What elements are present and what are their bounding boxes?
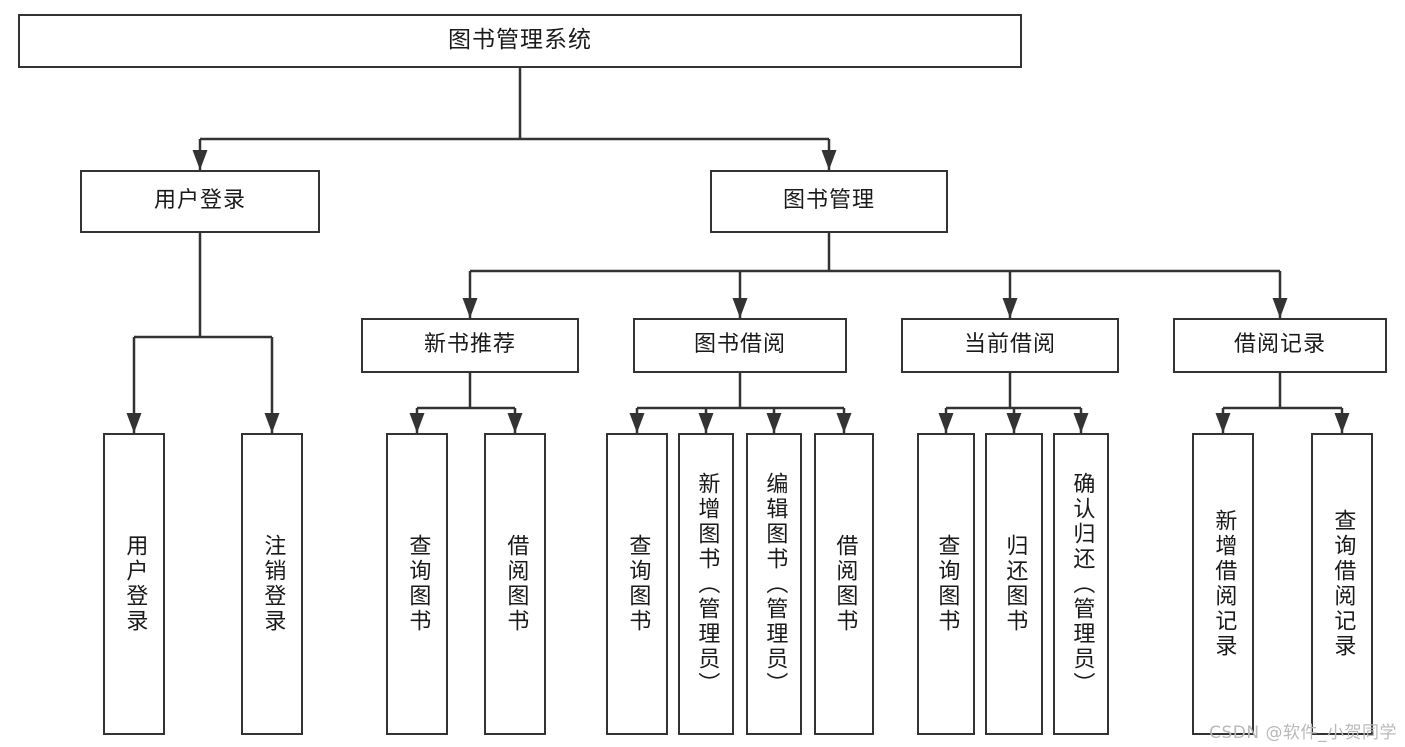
node-label-leaf-query-book-current: 查询图书 <box>934 534 960 634</box>
node-label-root: 图书管理系统 <box>448 27 592 54</box>
c-borrow-leaf4-arrowhead <box>836 413 852 433</box>
c-book-borrow-arrowhead <box>732 298 748 318</box>
node-label-leaf-add-borrow-record: 新增借阅记录 <box>1211 509 1237 659</box>
node-current-borrow[interactable]: 当前借阅 <box>901 318 1119 373</box>
node-borrow-record[interactable]: 借阅记录 <box>1173 318 1387 373</box>
node-label-leaf-user-login: 用户登录 <box>122 534 148 634</box>
node-leaf-query-borrow-record[interactable]: 查询借阅记录 <box>1311 433 1373 735</box>
node-leaf-return-book[interactable]: 归还图书 <box>985 433 1043 735</box>
node-leaf-query-book-borrow[interactable]: 查询图书 <box>606 433 668 735</box>
node-label-leaf-user-logout: 注销登录 <box>260 534 286 634</box>
node-leaf-user-logout[interactable]: 注销登录 <box>241 433 303 735</box>
c-record-leaf1-arrowhead <box>1215 413 1231 433</box>
node-leaf-add-borrow-record[interactable]: 新增借阅记录 <box>1192 433 1254 735</box>
c-current-leaf3-arrowhead <box>1073 413 1089 433</box>
node-leaf-query-book-recommend[interactable]: 查询图书 <box>386 433 448 735</box>
node-label-user-login: 用户登录 <box>153 188 246 214</box>
c-borrow-leaf1-arrowhead <box>629 413 645 433</box>
c-borrow-leaf3-arrowhead <box>766 413 782 433</box>
node-label-new-book-recommend: 新书推荐 <box>423 332 516 358</box>
node-leaf-add-book[interactable]: 新增图书（管理员） <box>678 433 734 735</box>
c-book-record-arrowhead <box>1272 298 1288 318</box>
c-record-leaf2-arrowhead <box>1334 413 1350 433</box>
node-book-borrow[interactable]: 图书借阅 <box>633 318 847 373</box>
node-leaf-user-login[interactable]: 用户登录 <box>103 433 165 735</box>
c-book-recommend-arrowhead <box>462 298 478 318</box>
node-leaf-borrow-book[interactable]: 借阅图书 <box>814 433 874 735</box>
node-root[interactable]: 图书管理系统 <box>18 14 1022 68</box>
node-label-book-manage: 图书管理 <box>782 188 875 214</box>
node-leaf-edit-book[interactable]: 编辑图书（管理员） <box>746 433 802 735</box>
node-leaf-confirm-return[interactable]: 确认归还（管理员） <box>1053 433 1109 735</box>
c-root-user-arrowhead <box>192 150 208 170</box>
c-rec-leaf1-arrowhead <box>409 413 425 433</box>
c-borrow-leaf2-arrowhead <box>698 413 714 433</box>
node-label-leaf-confirm-return: 确认归还（管理员） <box>1069 471 1095 697</box>
node-user-login[interactable]: 用户登录 <box>80 170 320 233</box>
watermark-label: CSDN @软件_小贺同学 <box>1209 723 1397 743</box>
node-label-leaf-query-book-recommend: 查询图书 <box>405 534 431 634</box>
node-label-leaf-borrow-book-recommend: 借阅图书 <box>503 534 529 634</box>
c-rec-leaf2-arrowhead <box>507 413 523 433</box>
c-user-leaf2-arrowhead <box>264 413 280 433</box>
node-label-leaf-query-borrow-record: 查询借阅记录 <box>1330 509 1356 659</box>
c-current-leaf2-arrowhead <box>1006 413 1022 433</box>
node-label-leaf-query-book-borrow: 查询图书 <box>625 534 651 634</box>
node-label-leaf-return-book: 归还图书 <box>1002 534 1028 634</box>
node-label-current-borrow: 当前借阅 <box>963 332 1056 358</box>
node-label-book-borrow: 图书借阅 <box>693 332 786 358</box>
node-label-leaf-add-book: 新增图书（管理员） <box>694 471 720 697</box>
node-label-leaf-borrow-book: 借阅图书 <box>832 534 858 634</box>
node-book-manage[interactable]: 图书管理 <box>710 170 948 233</box>
c-book-current-arrowhead <box>1002 298 1018 318</box>
c-root-book-arrowhead <box>821 150 837 170</box>
c-current-leaf1-arrowhead <box>938 413 954 433</box>
c-user-leaf1-arrowhead <box>126 413 142 433</box>
node-new-book-recommend[interactable]: 新书推荐 <box>361 318 579 373</box>
node-label-borrow-record: 借阅记录 <box>1233 332 1326 358</box>
node-label-leaf-edit-book: 编辑图书（管理员） <box>762 471 788 697</box>
node-leaf-query-book-current[interactable]: 查询图书 <box>917 433 975 735</box>
node-leaf-borrow-book-recommend[interactable]: 借阅图书 <box>484 433 546 735</box>
